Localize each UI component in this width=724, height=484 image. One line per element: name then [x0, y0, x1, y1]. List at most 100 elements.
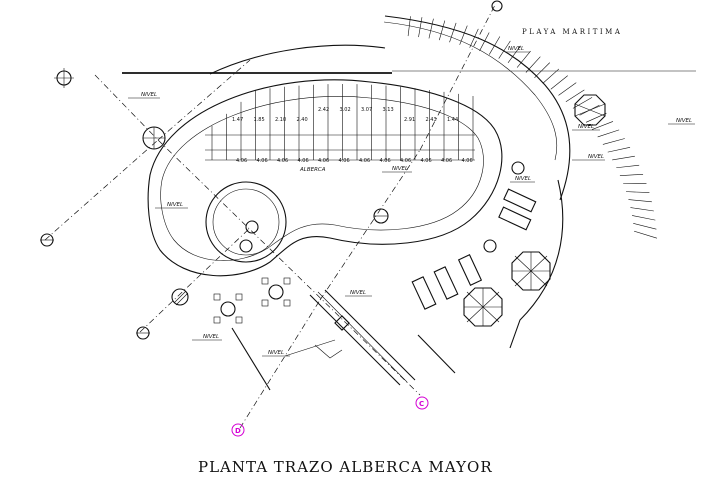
level-label: NIVEL [515, 176, 531, 182]
level-marker: NIVEL [572, 154, 605, 161]
step-line [516, 50, 531, 68]
beach-label: PLAYA MARITIMA [522, 28, 622, 36]
plant-pots [171, 161, 525, 306]
step-line [591, 121, 614, 130]
level-label: NIVEL [350, 290, 366, 296]
step-line [585, 112, 607, 123]
step-line [438, 20, 446, 41]
pool-label: ALBERCA [299, 167, 326, 173]
table-set-left [213, 293, 243, 324]
dimension-label: 4.06 [400, 158, 411, 164]
marker-circle-top-left [54, 68, 74, 88]
dimension-label: 3.13 [383, 107, 394, 113]
marker-pink-c: C [415, 396, 429, 410]
level-marker: NIVEL [572, 124, 600, 131]
step-line [631, 215, 656, 221]
axis-lines [44, 4, 496, 429]
step-line [525, 56, 541, 73]
pool-outline [147, 79, 503, 277]
step-line [498, 40, 511, 59]
level-label: NIVEL [268, 350, 284, 356]
step-line [407, 16, 411, 37]
marker-d-label: D [235, 427, 241, 435]
access-ramp [231, 289, 416, 391]
step-line [633, 223, 657, 230]
dimension-label: 3.02 [340, 107, 351, 113]
furniture [171, 94, 606, 327]
step-line [534, 62, 551, 79]
marker-circle-axis [142, 126, 166, 150]
step-line [625, 191, 650, 193]
step-line [558, 82, 577, 96]
level-label: NIVEL [676, 118, 692, 124]
marker-circle-bottom-left [136, 326, 150, 340]
dimension-label: 4.06 [462, 158, 473, 164]
umbrella-octagon-top [574, 94, 606, 126]
table-set-mid [261, 277, 291, 307]
step-line [428, 18, 434, 39]
dimension-label: 4.06 [236, 158, 247, 164]
level-label: NIVEL [588, 154, 604, 160]
step-line [597, 129, 620, 138]
step-line [542, 68, 560, 84]
level-label: NIVEL [141, 92, 157, 98]
level-marker: NIVEL [155, 202, 188, 209]
step-line [616, 164, 640, 169]
dimension-label: 4.06 [441, 158, 452, 164]
level-marker: NIVEL [382, 166, 412, 173]
step-line [628, 199, 652, 203]
step-line [449, 22, 457, 43]
dimension-label: 4.06 [257, 158, 268, 164]
marker-circle-mid [373, 208, 389, 224]
step-line [418, 17, 423, 38]
marker-circle-top [491, 0, 503, 12]
level-marker: NIVEL [510, 176, 535, 183]
level-marker: NIVEL [128, 92, 160, 99]
level-marker: NIVEL [668, 118, 695, 125]
level-marker: NIVEL [505, 46, 530, 53]
step-line [507, 45, 521, 64]
level-label: NIVEL [167, 202, 183, 208]
level-label: NIVEL [392, 166, 408, 172]
step-line [630, 207, 654, 212]
step-line [565, 89, 585, 103]
marker-circle-left [40, 233, 54, 247]
dimension-label: 1.85 [254, 117, 265, 123]
step-line [619, 173, 644, 176]
dimension-label: 2.40 [297, 117, 308, 123]
dimension-label: 2.43 [426, 117, 437, 123]
level-label: NIVEL [508, 46, 524, 52]
level-label: NIVEL [578, 124, 594, 130]
umbrella-right-1 [511, 251, 551, 291]
level-markers: NIVEL NIVEL NIVEL NIVEL NIVEL NIVEL NIVE… [128, 46, 695, 357]
step-line [469, 28, 479, 48]
step-line [479, 32, 490, 52]
dimension-label: 4.06 [298, 158, 309, 164]
dimension-label: 4.06 [359, 158, 370, 164]
dimension-label: 2.10 [275, 117, 286, 123]
dimension-label: 4.06 [339, 158, 350, 164]
step-line [459, 25, 468, 45]
dimension-label: 4.06 [380, 158, 391, 164]
dimension-label: 4.06 [318, 158, 329, 164]
drawing-title: PLANTA TRAZO ALBERCA MAYOR [198, 458, 493, 476]
dimension-label: 1.44 [447, 117, 458, 123]
reference-markers: D C [40, 0, 503, 437]
level-label: NIVEL [203, 334, 219, 340]
dimension-label: 1.47 [232, 117, 243, 123]
dimension-label: 4.06 [421, 158, 432, 164]
level-marker: NIVEL [192, 334, 222, 341]
step-line [572, 97, 593, 109]
step-line [602, 138, 625, 145]
beach-boundary [122, 15, 696, 374]
level-marker: NIVEL [345, 290, 372, 297]
lounge-chairs [411, 188, 537, 310]
step-line [633, 230, 658, 239]
dimension-label: 2.42 [318, 107, 329, 113]
step-line [550, 75, 568, 90]
umbrella-right-2 [463, 287, 503, 327]
dimension-label: 3.07 [361, 107, 372, 113]
marker-pink-d: D [231, 423, 245, 437]
dimension-label: 4.06 [277, 158, 288, 164]
